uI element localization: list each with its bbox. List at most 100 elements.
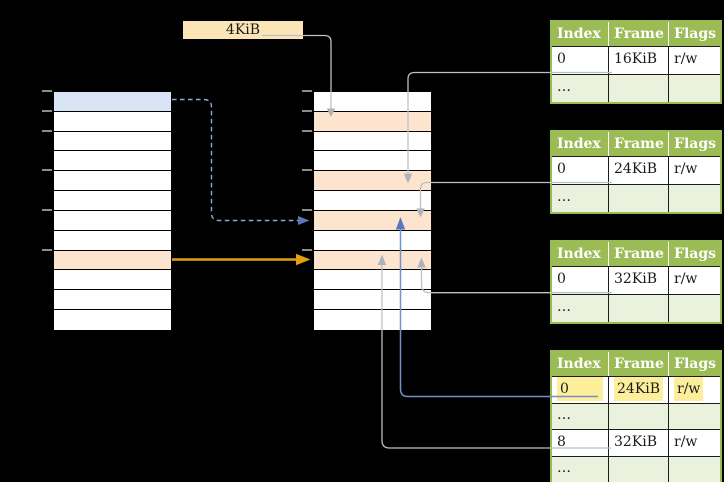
column-header-frame: Frame [608, 132, 668, 156]
entry-index-cell: 0 [552, 157, 608, 184]
entry-flags-cell [668, 457, 718, 482]
address-tick [302, 208, 312, 211]
entry-flags-cell: r/w [668, 377, 718, 403]
entry-frame-cell: 32KiB [608, 267, 668, 294]
physical-frame-row-0 [314, 92, 431, 112]
entry-flags-value: r/w [674, 271, 698, 287]
entry-index-cell: 0 [552, 47, 608, 74]
virtual-page-row-5 [54, 191, 171, 211]
entry-flags-cell: r/w [668, 47, 718, 74]
physical-frame-row-11 [314, 310, 431, 330]
physical-frame-row-9 [314, 270, 431, 291]
virtual-page-row-3 [54, 151, 171, 172]
entry-frame-cell [608, 457, 668, 482]
arrowhead-right-frame-32k [296, 253, 311, 266]
entry-index-cell: … [552, 295, 608, 322]
entry-frame-value: 32KiB [614, 434, 658, 450]
entry-index-cell: … [552, 457, 608, 482]
physical-frame-row-10 [314, 290, 431, 311]
physical-frame-row-3 [314, 151, 431, 172]
column-header-index: Index [557, 356, 601, 372]
virtual-page-row-7 [54, 231, 171, 251]
virtual-memory-column [53, 91, 172, 331]
column-header-flags: Flags [668, 132, 718, 156]
physical-frame-row-2 [314, 132, 431, 152]
entry-index-value: 0 [557, 161, 566, 177]
physical-frame-row-8 [314, 250, 431, 271]
entry-flags-cell [668, 404, 718, 429]
entry-flags-cell: r/w [668, 267, 718, 294]
virtual-page-row-2 [54, 132, 171, 152]
address-tick [302, 129, 312, 132]
entry-frame-cell: 16KiB [608, 47, 668, 74]
physical-frame-row-6 [314, 210, 431, 231]
entry-index-value: … [557, 460, 571, 476]
address-tick [302, 109, 312, 112]
entry-frame-cell: 32KiB [608, 430, 668, 456]
virtual-page-row-9 [54, 270, 171, 291]
entry-frame-value: 24KiB [614, 161, 658, 177]
entry-flags-value: r/w [674, 434, 698, 450]
physical-frame-row-7 [314, 231, 431, 251]
address-tick [42, 109, 52, 112]
entry-flags-value: r/w [674, 51, 698, 67]
entry-index-cell: 8 [552, 430, 608, 456]
page-table-entry-row: 0 16KiB r/w [552, 46, 720, 74]
virtual-page-row-10 [54, 290, 171, 311]
column-header-flags: Flags [668, 22, 718, 46]
virtual-page-row-0 [54, 92, 171, 112]
entry-flags-cell: r/w [668, 430, 718, 456]
entry-frame-cell: 24KiB [608, 377, 668, 403]
entry-index-value: … [557, 299, 571, 315]
virtual-page-row-11 [54, 310, 171, 330]
entry-flags-cell [668, 75, 718, 102]
entry-index-value: 0 [557, 51, 566, 67]
column-header-flags: Flags [668, 242, 718, 266]
entry-flags-cell [668, 295, 718, 322]
address-tick [42, 90, 52, 92]
virtual-page-row-1 [54, 112, 171, 132]
virtual-page-row-6 [54, 211, 171, 231]
entry-index-value: 8 [557, 434, 566, 450]
page-table-entry-row: 0 24KiB r/w [552, 156, 720, 184]
page-table-entry-row: … [552, 184, 720, 212]
entry-index-value: … [557, 79, 571, 95]
entry-frame-value: 16KiB [614, 51, 658, 67]
arrowhead-right-frame-24k [298, 216, 310, 225]
entry-index-cell: … [552, 404, 608, 429]
column-header-index: Index [557, 26, 601, 42]
physical-frame-row-1 [314, 111, 431, 132]
entry-index-value: … [557, 189, 571, 205]
virtual-page-row-8 [54, 250, 171, 271]
address-tick [302, 90, 312, 92]
page-table-entry-row: … [552, 294, 720, 322]
physical-frames-column [313, 91, 432, 331]
entry-flags-cell: r/w [668, 157, 718, 184]
address-tick [42, 208, 52, 211]
entry-index-cell: … [552, 185, 608, 212]
column-header-frame: Frame [608, 22, 668, 46]
page-size-label: 4KiB [183, 21, 303, 39]
column-header-flags: Flags [668, 352, 718, 376]
entry-index-cell: 0 [552, 377, 608, 403]
entry-index-value: 0 [557, 377, 603, 401]
entry-flags-value: r/w [674, 161, 698, 177]
entry-flags-cell [668, 185, 718, 212]
entry-frame-value: 24KiB [614, 377, 664, 401]
entry-frame-cell [608, 295, 668, 322]
arrow-virtual-page0-to-frame-24k [172, 98, 298, 222]
entry-index-value: … [557, 407, 571, 423]
address-tick [42, 248, 52, 251]
page-table-entry-row: … [552, 403, 720, 429]
entry-frame-cell [608, 404, 668, 429]
entry-frame-cell [608, 75, 668, 102]
